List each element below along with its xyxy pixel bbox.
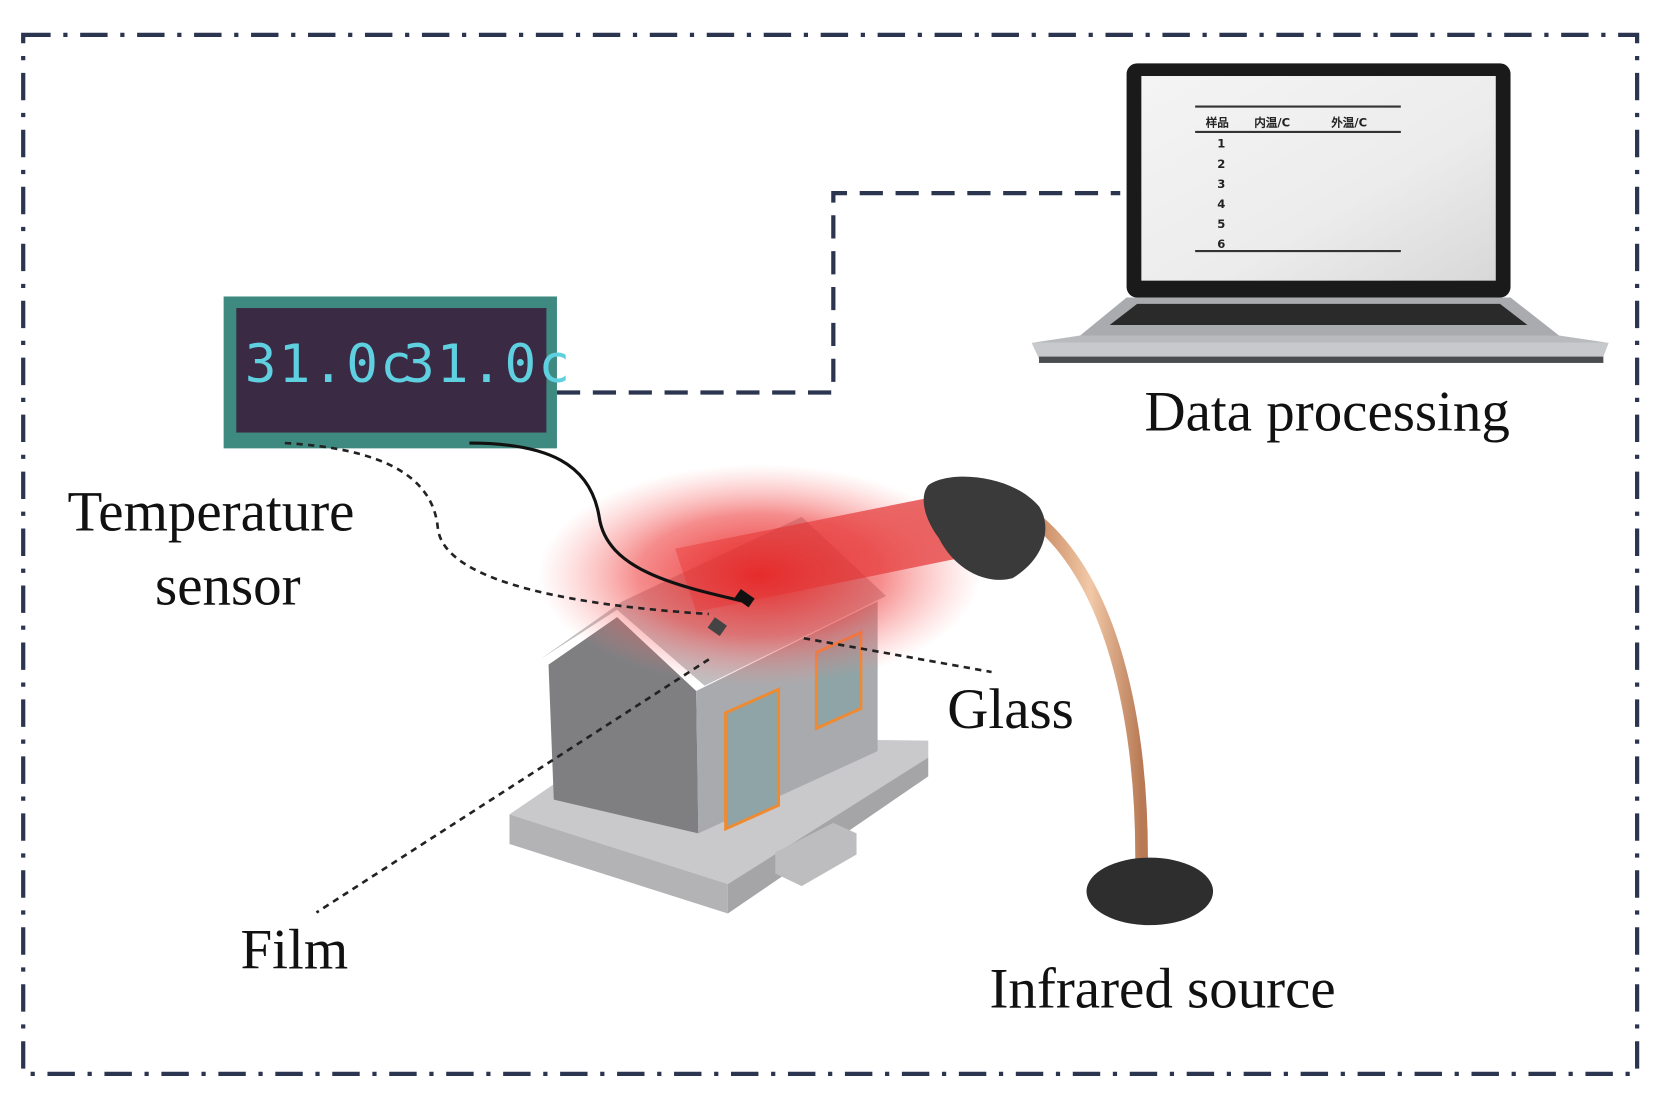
sensor-wire-solid [469, 441, 745, 603]
table-header-sample: 样品 [1206, 116, 1229, 130]
label-infrared-source: Infrared source [989, 957, 1335, 1020]
label-data-processing: Data processing [1145, 380, 1510, 443]
infrared-beam [675, 495, 955, 612]
glass-leader-line [803, 636, 992, 674]
table-row: 6 [1217, 237, 1225, 251]
outer-border [21, 32, 1640, 1077]
sensor-probe-icon [707, 617, 727, 637]
table-row: 2 [1217, 157, 1225, 171]
label-temperature: Temperature [68, 481, 355, 544]
film-leader-line [315, 658, 710, 914]
table-row: 1 [1217, 137, 1225, 151]
table-row: 3 [1217, 177, 1225, 191]
table-header-outer-temp: 外温/C [1330, 116, 1367, 130]
sensor-probe-icon [734, 588, 755, 608]
laptop-icon: 样品 内温/C 外温/C 1 2 3 4 5 6 [1031, 63, 1609, 363]
display-reading-inner: 31.0c [245, 334, 414, 395]
sensor-wire-dashed [284, 441, 709, 616]
table-row: 5 [1217, 217, 1225, 231]
infrared-lamp-icon [923, 476, 1214, 926]
data-connection-line [556, 190, 1121, 395]
table-row: 4 [1217, 197, 1225, 211]
label-film: Film [241, 918, 349, 981]
display-reading-outer: 31.0c [403, 334, 572, 395]
label-sensor: sensor [155, 554, 301, 617]
label-glass: Glass [947, 678, 1074, 741]
table-header-inner-temp: 内温/C [1254, 116, 1290, 130]
temperature-display: 31.0c 31.0c [223, 296, 572, 449]
